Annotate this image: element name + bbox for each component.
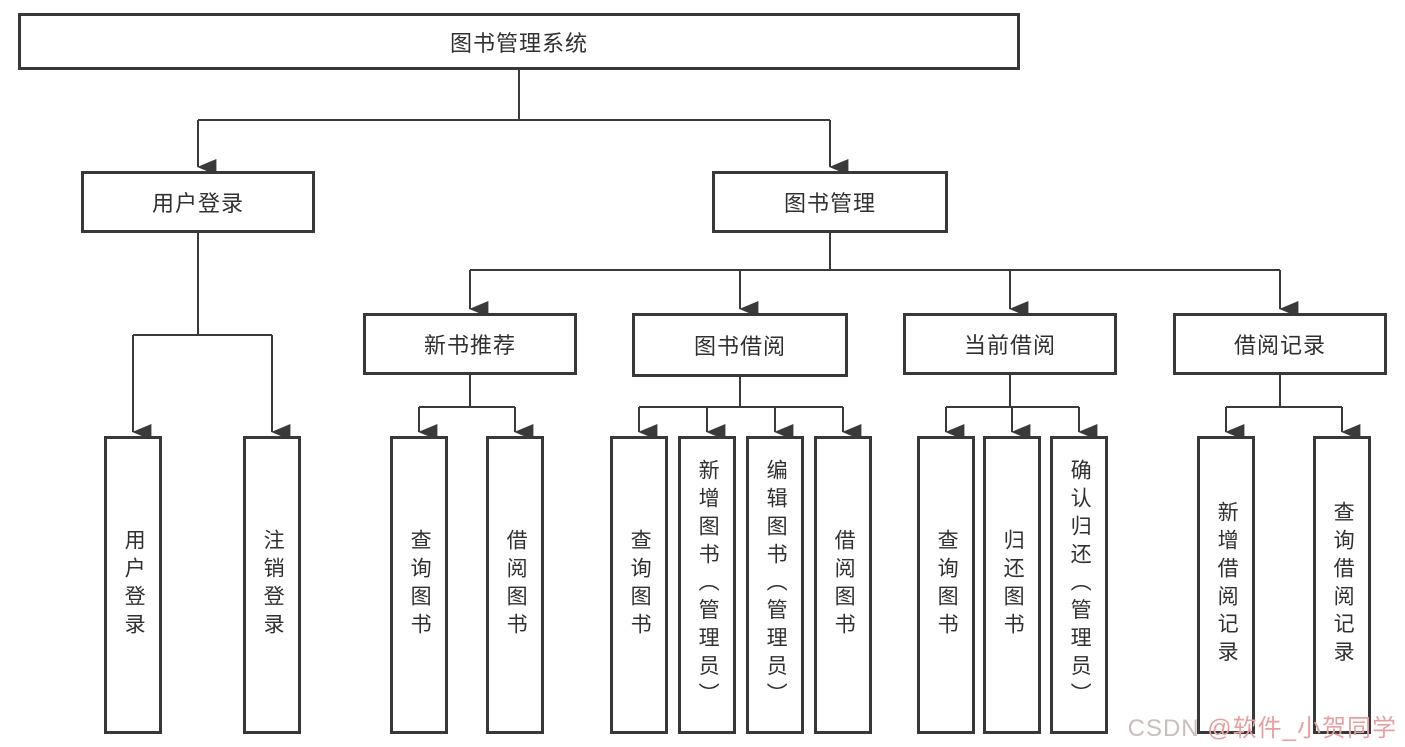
- node-leaf-nb-query-label: 查询图书: [408, 529, 432, 641]
- node-user-login: 用户登录: [81, 171, 315, 233]
- node-leaf-cb-confirm-label: 确认归还（管理员）: [1068, 459, 1092, 711]
- node-leaf-bb-borrow-label: 借阅图书: [832, 529, 856, 641]
- node-leaf-cb-query-label: 查询图书: [935, 529, 959, 641]
- node-book-mgmt: 图书管理: [712, 171, 948, 233]
- node-leaf-nb-borrow: 借阅图书: [486, 436, 544, 734]
- node-leaf-bb-edit-label: 编辑图书（管理员）: [764, 459, 788, 711]
- node-leaf-cb-return-label: 归还图书: [1001, 529, 1025, 641]
- node-leaf-logout: 注销登录: [243, 436, 301, 734]
- node-user-login-label: 用户登录: [151, 191, 244, 216]
- node-leaf-user-login: 用户登录: [104, 436, 162, 734]
- node-root: 图书管理系统: [18, 13, 1020, 70]
- node-leaf-bb-edit: 编辑图书（管理员）: [746, 436, 804, 734]
- node-current-borrow-label: 当前借阅: [963, 333, 1056, 358]
- node-leaf-bb-borrow: 借阅图书: [814, 436, 872, 734]
- node-leaf-bb-query-label: 查询图书: [628, 529, 652, 641]
- node-current-borrow: 当前借阅: [903, 313, 1117, 375]
- node-leaf-logout-label: 注销登录: [261, 529, 285, 641]
- node-leaf-br-add: 新增借阅记录: [1197, 436, 1255, 734]
- node-leaf-cb-confirm: 确认归还（管理员）: [1050, 436, 1108, 734]
- node-leaf-bb-add-label: 新增图书（管理员）: [696, 459, 720, 711]
- node-new-book-rec: 新书推荐: [363, 313, 577, 375]
- node-book-mgmt-label: 图书管理: [783, 191, 876, 216]
- node-book-borrow: 图书借阅: [632, 313, 848, 377]
- node-leaf-bb-add: 新增图书（管理员）: [678, 436, 736, 734]
- node-new-book-rec-label: 新书推荐: [423, 333, 516, 358]
- node-leaf-user-login-label: 用户登录: [122, 529, 146, 641]
- node-leaf-br-query: 查询借阅记录: [1313, 436, 1371, 734]
- node-book-borrow-label: 图书借阅: [693, 334, 786, 359]
- node-borrow-records-label: 借阅记录: [1233, 333, 1326, 358]
- node-leaf-bb-query: 查询图书: [610, 436, 668, 734]
- node-leaf-cb-query: 查询图书: [917, 436, 975, 734]
- node-leaf-nb-query: 查询图书: [390, 436, 448, 734]
- node-root-label: 图书管理系统: [449, 30, 588, 56]
- node-leaf-nb-borrow-label: 借阅图书: [504, 529, 528, 641]
- node-leaf-br-query-label: 查询借阅记录: [1331, 501, 1355, 669]
- node-borrow-records: 借阅记录: [1173, 313, 1387, 375]
- node-leaf-br-add-label: 新增借阅记录: [1215, 501, 1239, 669]
- node-leaf-cb-return: 归还图书: [983, 436, 1041, 734]
